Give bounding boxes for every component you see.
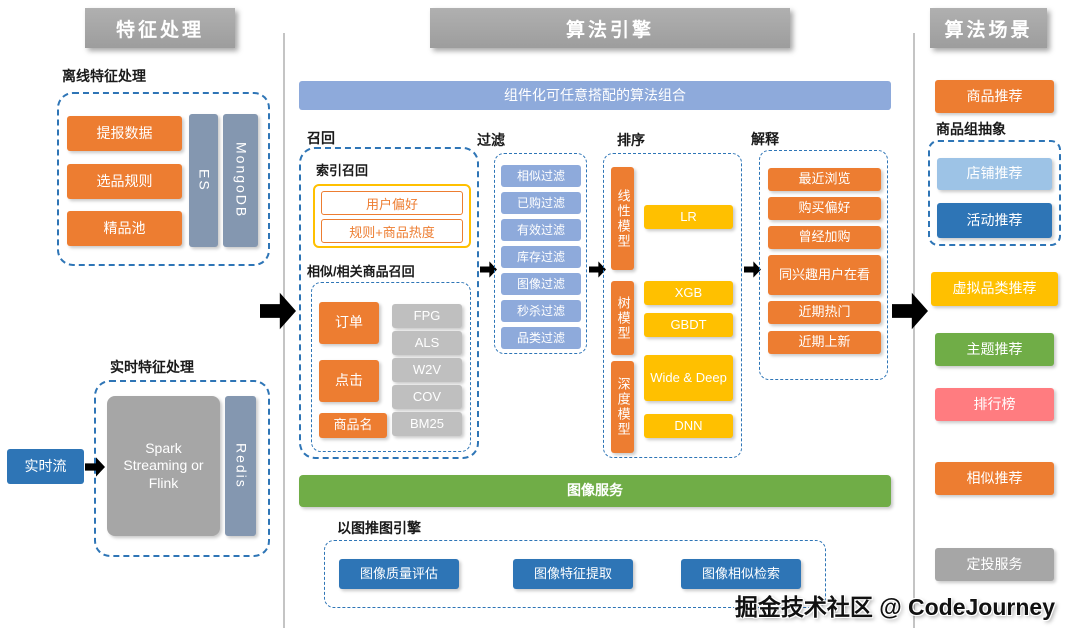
recall-group: [299, 147, 479, 459]
offline-source-box: 选品规则: [67, 164, 182, 199]
mongodb-store-box: MongoDB: [223, 114, 258, 247]
filter-item: 秒杀过滤: [501, 300, 581, 322]
image-engine-item: 图像特征提取: [513, 559, 633, 589]
explain-label: 解释: [751, 131, 779, 147]
divider-line-right: [913, 33, 915, 628]
recall-algo-box: COV: [392, 385, 462, 409]
explain-item: 近期热门: [768, 301, 881, 324]
stream-engine-box: Spark Streaming or Flink: [107, 396, 220, 536]
recall-source-box: 点击: [319, 360, 379, 402]
realtime-feature-label: 实时特征处理: [110, 359, 194, 375]
rank-algo-box: Wide & Deep: [644, 355, 733, 401]
rank-model-box: 深度模型: [611, 361, 634, 453]
watermark: 掘金技术社区 @ CodeJourney: [734, 594, 1055, 620]
similar-recall-label: 相似/相关商品召回: [307, 264, 415, 279]
filter-item: 相似过滤: [501, 165, 581, 187]
image-engine-group: [324, 540, 826, 608]
scenario-group: [928, 140, 1061, 246]
scenario-group-label: 商品组抽象: [936, 121, 1006, 137]
scenario-item-box: 排行榜: [935, 388, 1054, 421]
redis-store-box: Redis: [225, 396, 256, 536]
recall-algo-box: FPG: [392, 304, 462, 328]
filter-item: 图像过滤: [501, 273, 581, 295]
explain-item: 曾经加购: [768, 226, 881, 249]
filter-label: 过滤: [477, 132, 505, 148]
scenario-item-box: 相似推荐: [935, 462, 1054, 495]
feature-to-engine-arrow-icon: [260, 292, 296, 330]
engine-banner: 组件化可任意搭配的算法组合: [299, 81, 891, 110]
index-recall-label: 索引召回: [316, 163, 369, 178]
recall-label: 召回: [307, 130, 335, 146]
rank-model-box: 线性模型: [611, 167, 634, 270]
scenario-item-box: 主题推荐: [935, 333, 1054, 366]
divider-line-left: [283, 33, 285, 628]
offline-feature-label: 离线特征处理: [62, 68, 146, 84]
rank-algo-box: LR: [644, 205, 733, 229]
rank-label: 排序: [617, 132, 645, 148]
recall-algo-box: BM25: [392, 412, 462, 436]
explain-item: 购买偏好: [768, 197, 881, 220]
filter-item: 品类过滤: [501, 327, 581, 349]
recall-source-box: 订单: [319, 302, 379, 344]
section-header-feature: 特征处理: [85, 8, 235, 48]
explain-item: 近期上新: [768, 331, 881, 354]
explain-item: 最近浏览: [768, 168, 881, 191]
filter-item: 已购过滤: [501, 192, 581, 214]
scenario-shop-box: 店铺推荐: [937, 158, 1052, 190]
index-recall-item: 规则+商品热度: [321, 219, 463, 243]
index-recall-item: 用户偏好: [321, 191, 463, 215]
filter-item: 有效过滤: [501, 219, 581, 241]
scenario-item-box: 定投服务: [935, 548, 1054, 581]
scenario-product-box: 商品推荐: [935, 80, 1054, 113]
scenario-item-box: 虚拟品类推荐: [931, 272, 1058, 306]
rank-algo-box: GBDT: [644, 313, 733, 337]
section-header-scenario: 算法场景: [930, 8, 1047, 48]
realtime-stream-box: 实时流: [7, 449, 84, 484]
rank-algo-box: XGB: [644, 281, 733, 305]
recall-source-box: 商品名: [319, 413, 387, 438]
rank-model-box: 树模型: [611, 281, 634, 355]
scenario-activity-box: 活动推荐: [937, 203, 1052, 238]
explain-group: [759, 150, 888, 380]
explain-item: 同兴趣用户在看: [768, 255, 881, 295]
rank-algo-box: DNN: [644, 414, 733, 438]
es-store-box: ES: [189, 114, 218, 247]
similar-recall-group: [311, 282, 471, 452]
image-engine-item: 图像相似检索: [681, 559, 801, 589]
image-engine-label: 以图推图引擎: [337, 520, 421, 536]
section-header-engine: 算法引擎: [430, 8, 790, 48]
filter-item: 库存过滤: [501, 246, 581, 268]
rank-group: [603, 153, 742, 458]
recall-algo-box: W2V: [392, 358, 462, 382]
engine-to-scenario-arrow-icon: [892, 292, 928, 330]
image-engine-item: 图像质量评估: [339, 559, 459, 589]
filter-group: [494, 153, 587, 354]
offline-source-box: 精品池: [67, 211, 182, 246]
offline-source-box: 提报数据: [67, 116, 182, 151]
image-service-banner: 图像服务: [299, 475, 891, 507]
offline-feature-group: [57, 92, 270, 266]
recall-algo-box: ALS: [392, 331, 462, 355]
